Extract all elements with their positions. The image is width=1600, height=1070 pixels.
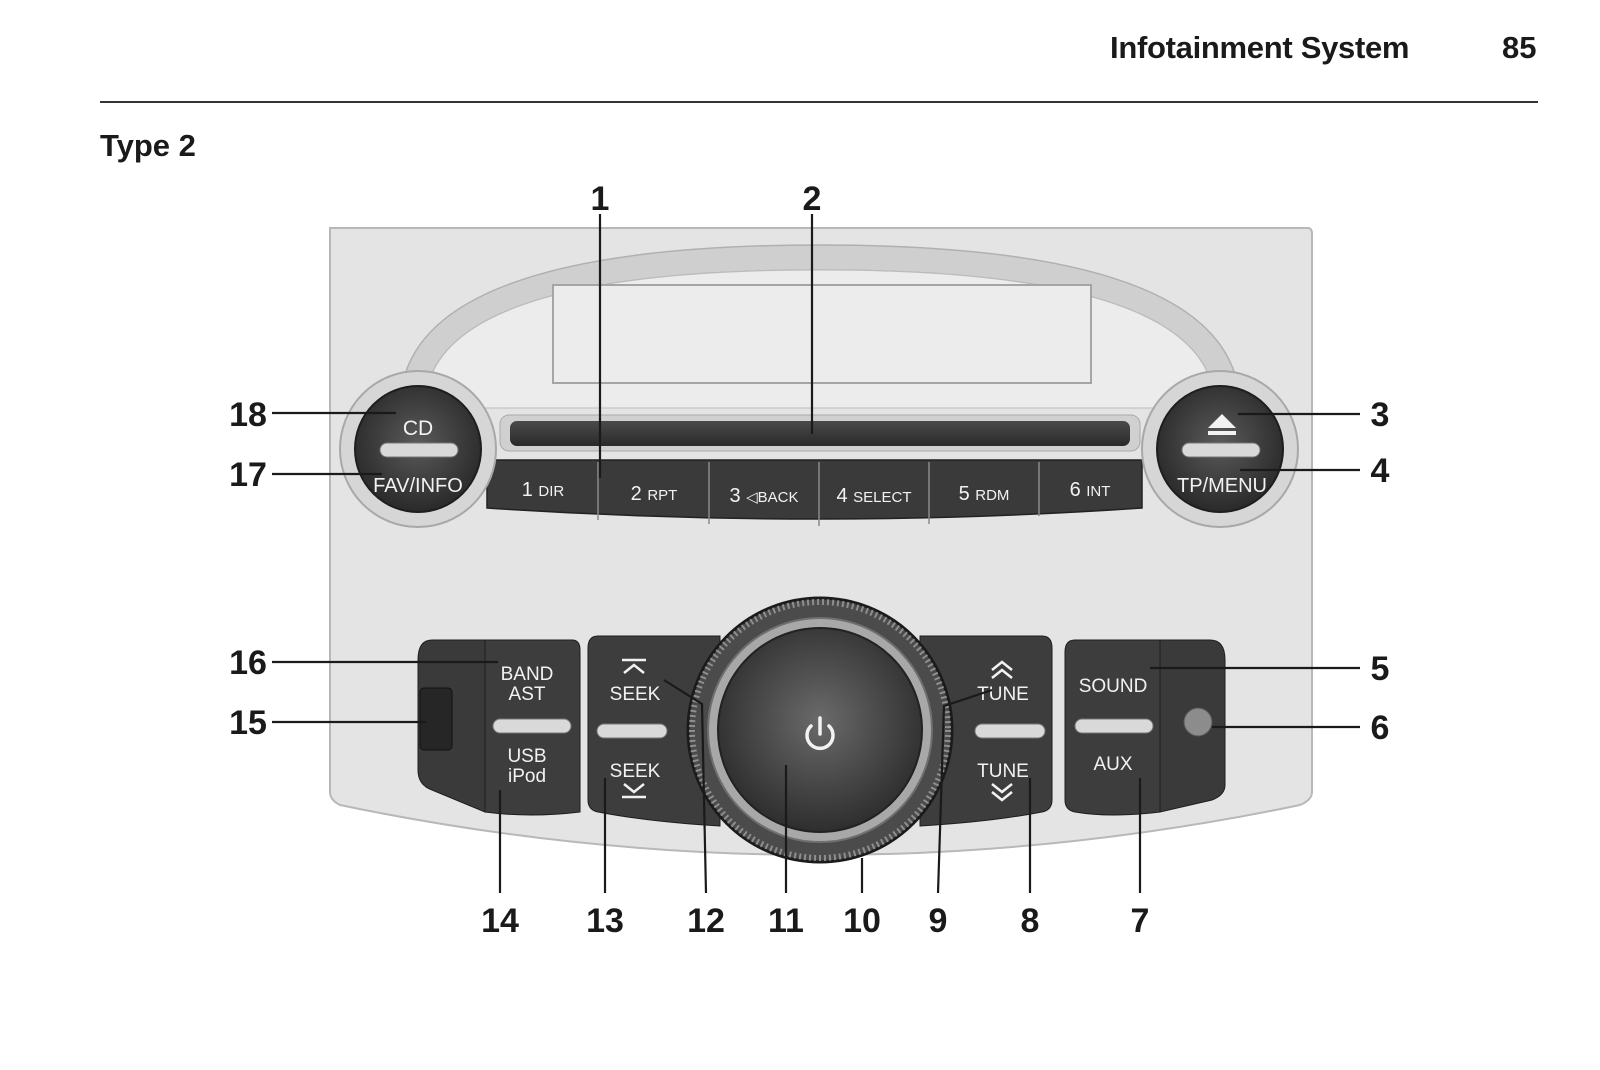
preset-button-1[interactable]: 1 DIR (522, 479, 565, 501)
callout-13: 13 (586, 902, 624, 940)
seek-up-button[interactable]: SEEK (610, 684, 661, 705)
preset-number: 4 (836, 485, 853, 507)
callout-17: 17 (229, 456, 267, 494)
eject-icon[interactable] (1208, 414, 1236, 435)
tune-up-icon[interactable] (991, 660, 1013, 679)
callout-16: 16 (229, 644, 267, 682)
header-title: Infotainment System (1110, 30, 1410, 65)
callout-3: 3 (1371, 396, 1390, 434)
cd-slot[interactable] (510, 421, 1130, 446)
preset-label: RPT (647, 487, 677, 504)
tune-down-button[interactable]: TUNE (977, 761, 1029, 782)
sound-aux-bar (1074, 718, 1154, 734)
tune-down-icon[interactable] (991, 783, 1013, 802)
preset-button-2[interactable]: 2 RPT (631, 483, 678, 505)
seek-up-icon[interactable] (622, 658, 646, 674)
aux-input-jack[interactable] (1183, 707, 1213, 737)
preset-label: DIR (538, 483, 564, 500)
callout-4: 4 (1371, 452, 1390, 490)
preset-label: INT (1086, 483, 1110, 500)
preset-button-4[interactable]: 4 SELECT (836, 485, 911, 507)
ast-label: AST (509, 684, 546, 705)
callout-2: 2 (803, 180, 822, 218)
preset-number: 6 (1070, 479, 1087, 501)
callout-11: 11 (768, 902, 804, 940)
display-screen (552, 284, 1092, 384)
preset-number: 2 (631, 483, 648, 505)
callout-18: 18 (229, 396, 267, 434)
preset-button-5[interactable]: 5 RDM (959, 483, 1010, 505)
preset-number: 1 (522, 479, 539, 501)
band-button[interactable]: BAND (501, 664, 554, 685)
section-label: Type 2 (100, 128, 196, 163)
volume-knob-knurl (689, 599, 951, 861)
preset-strip (486, 459, 1143, 520)
left-knob-bar (379, 442, 459, 458)
page-number: 85 (1502, 30, 1537, 65)
seek-bar (596, 723, 668, 739)
usb-button[interactable]: USB (507, 746, 546, 767)
cd-button[interactable]: CD (403, 417, 433, 440)
preset-label: SELECT (853, 489, 911, 506)
preset-button-3[interactable]: 3 ◁BACK (729, 485, 798, 507)
callout-10: 10 (843, 902, 881, 940)
callout-14: 14 (481, 902, 519, 940)
header-rule (100, 101, 1538, 103)
callout-6: 6 (1371, 709, 1390, 747)
seek-down-button[interactable]: SEEK (610, 761, 661, 782)
preset-label: ◁BACK (746, 489, 798, 506)
right-knob-bar (1181, 442, 1261, 458)
seek-down-icon[interactable] (622, 783, 646, 799)
preset-label: RDM (975, 487, 1009, 504)
callout-7: 7 (1131, 902, 1150, 940)
power-icon[interactable] (805, 716, 835, 751)
sound-button[interactable]: SOUND (1079, 676, 1148, 697)
callout-1: 1 (591, 180, 610, 218)
aux-button[interactable]: AUX (1093, 754, 1132, 775)
preset-dividers (597, 462, 1040, 526)
callout-8: 8 (1021, 902, 1040, 940)
callout-numbers: 1 2 3 4 5 6 7 8 9 10 11 12 13 14 15 16 1… (229, 180, 1389, 940)
tune-bar (974, 723, 1046, 739)
preset-button-6[interactable]: 6 INT (1070, 479, 1111, 501)
fav-info-button[interactable]: FAV/INFO (373, 475, 463, 497)
callout-15: 15 (229, 704, 267, 742)
band-usb-bar (492, 718, 572, 734)
ipod-label: iPod (508, 766, 546, 787)
leader-lines (272, 214, 1360, 894)
tune-up-button[interactable]: TUNE (977, 684, 1029, 705)
callout-12: 12 (687, 902, 725, 940)
preset-number: 3 (729, 485, 746, 507)
usb-port[interactable] (419, 687, 453, 751)
callout-9: 9 (929, 902, 948, 940)
callout-5: 5 (1371, 650, 1390, 688)
preset-number: 5 (959, 483, 976, 505)
tp-menu-button[interactable]: TP/MENU (1177, 475, 1267, 497)
